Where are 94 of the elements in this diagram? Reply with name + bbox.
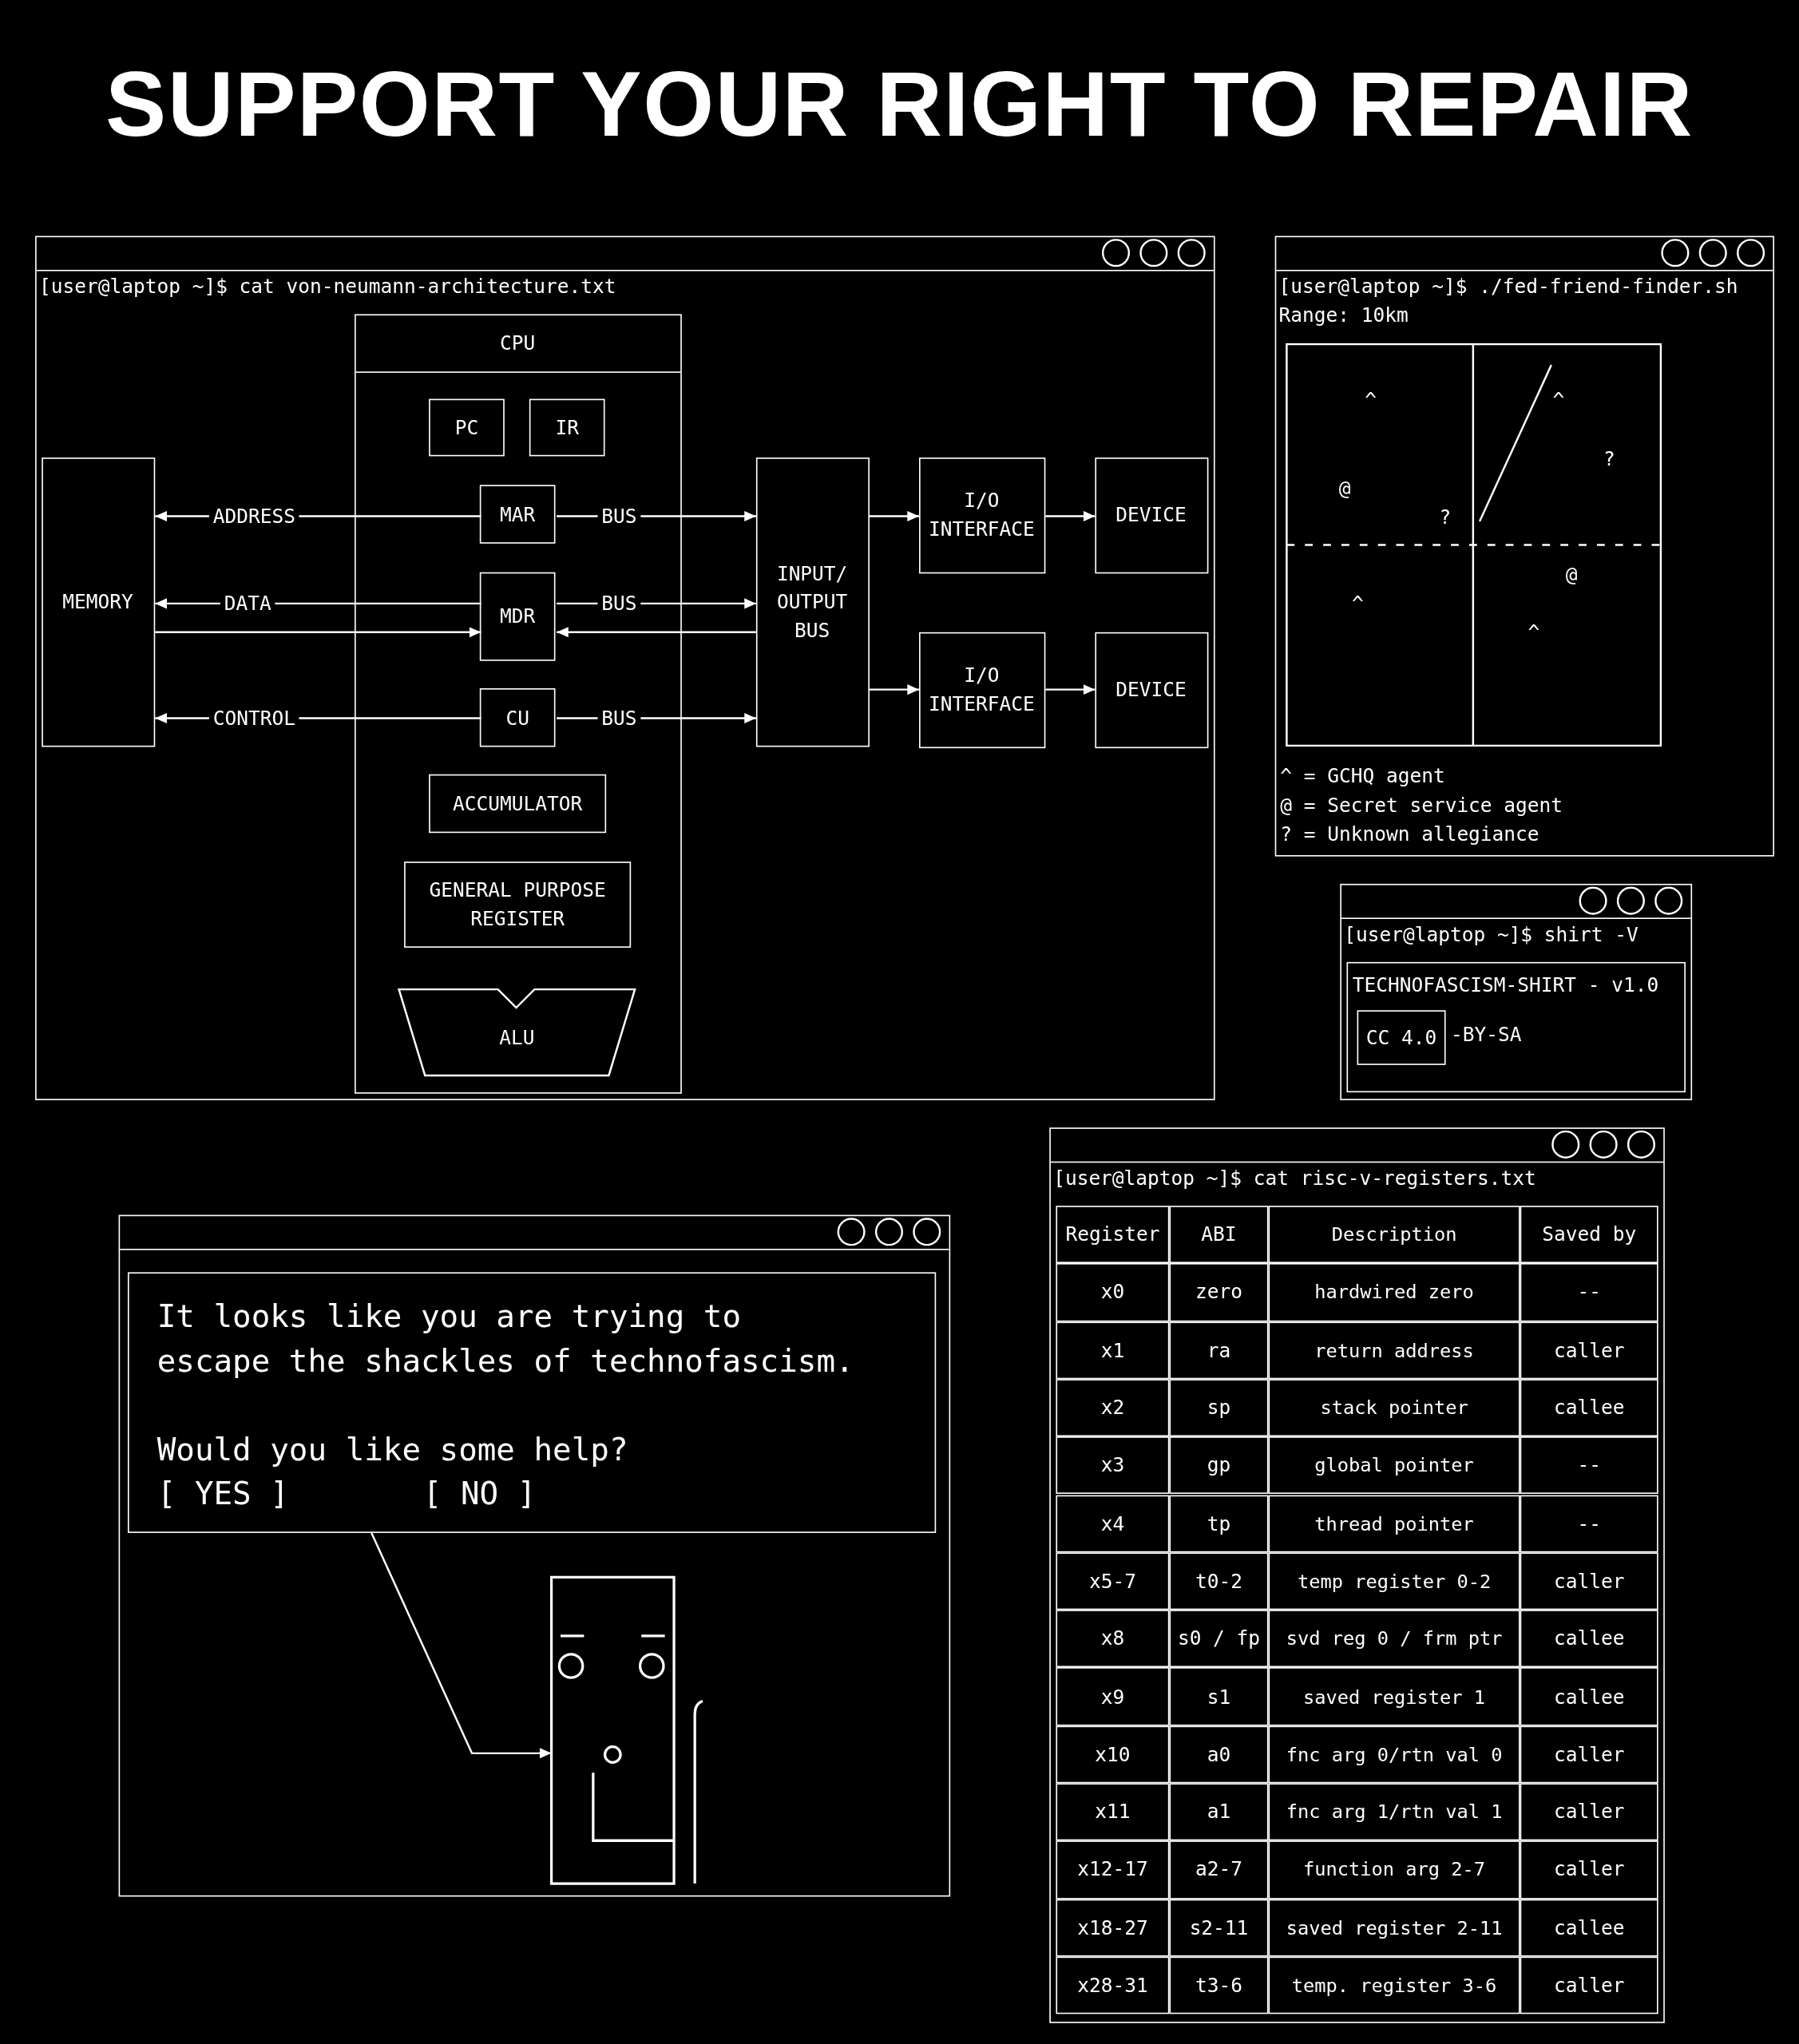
table-cell: s1 bbox=[1169, 1667, 1269, 1726]
table-cell: function arg 2-7 bbox=[1268, 1840, 1520, 1899]
table-cell: x28-31 bbox=[1056, 1956, 1170, 2014]
answer-option: [ NO ] bbox=[422, 1471, 537, 1515]
speech-bubble bbox=[127, 1271, 936, 1533]
table-cell: thread pointer bbox=[1268, 1494, 1520, 1553]
command-line: [user@laptop ~]$ cat von-neumann-architecture.txt bbox=[39, 275, 616, 299]
table-cell: a0 bbox=[1169, 1725, 1269, 1784]
arrow bbox=[370, 1532, 552, 1759]
output-line: Range: 10km bbox=[1278, 303, 1409, 327]
legend-entry: ? = Unknown allegiance bbox=[1280, 822, 1539, 848]
table-cell: callee bbox=[1520, 1667, 1658, 1726]
table-cell: saved register 1 bbox=[1268, 1667, 1520, 1726]
table-cell: s0 / fp bbox=[1169, 1610, 1269, 1668]
table-cell: s2-11 bbox=[1169, 1899, 1269, 1957]
table-cell: tp bbox=[1169, 1494, 1269, 1553]
table-cell: t0-2 bbox=[1169, 1552, 1269, 1610]
arrow bbox=[1045, 684, 1096, 695]
component-box: MAR bbox=[479, 485, 556, 544]
component-box: CU bbox=[479, 688, 556, 747]
arrow bbox=[1045, 511, 1096, 522]
table-cell: x4 bbox=[1056, 1494, 1170, 1553]
arrow bbox=[557, 627, 756, 638]
terminal-window bbox=[1340, 883, 1693, 1100]
table-cell: caller bbox=[1520, 1956, 1658, 2014]
table-cell: x18-27 bbox=[1056, 1899, 1170, 1957]
license-box: CC 4.0 bbox=[1357, 1010, 1446, 1065]
table-cell: a1 bbox=[1169, 1783, 1269, 1841]
component-box: IR bbox=[529, 398, 605, 457]
component-box: MDR bbox=[479, 572, 556, 661]
arrow bbox=[155, 627, 481, 638]
table-cell: zero bbox=[1169, 1263, 1269, 1321]
table-cell: svd reg 0 / frm ptr bbox=[1268, 1610, 1520, 1668]
table-cell: callee bbox=[1520, 1379, 1658, 1437]
table-cell: caller bbox=[1520, 1783, 1658, 1841]
info-panel bbox=[1345, 961, 1686, 1092]
terminal-window bbox=[118, 1214, 951, 1897]
table-cell: return address bbox=[1268, 1321, 1520, 1380]
table-cell: x8 bbox=[1056, 1610, 1170, 1668]
table-cell: -- bbox=[1520, 1494, 1658, 1553]
table-cell: x12-17 bbox=[1056, 1840, 1170, 1899]
component-box: MEMORY bbox=[41, 457, 155, 747]
legend-entry: @ = Secret service agent bbox=[1280, 792, 1563, 818]
table-cell: caller bbox=[1520, 1321, 1658, 1380]
table-cell: -- bbox=[1520, 1263, 1658, 1321]
license-suffix: -BY-SA bbox=[1451, 1023, 1522, 1047]
table-cell: x5-7 bbox=[1056, 1552, 1170, 1610]
legend-entry: ^ = GCHQ agent bbox=[1280, 763, 1445, 790]
component-box: DEVICE bbox=[1094, 457, 1208, 573]
table-cell: fnc arg 0/rtn val 0 bbox=[1268, 1725, 1520, 1784]
answer-option: [ YES ] bbox=[157, 1471, 289, 1515]
table-cell: caller bbox=[1520, 1725, 1658, 1784]
table-cell: fnc arg 1/rtn val 1 bbox=[1268, 1783, 1520, 1841]
table-cell: x9 bbox=[1056, 1667, 1170, 1726]
table-cell: sp bbox=[1169, 1379, 1269, 1437]
shirt-title: TECHNOFASCISM-SHIRT - v1.0 bbox=[1352, 972, 1659, 997]
component-box: DEVICE bbox=[1094, 632, 1208, 748]
header-cell: Register bbox=[1056, 1206, 1170, 1264]
table-cell: x3 bbox=[1056, 1436, 1170, 1495]
table-cell: t3-6 bbox=[1169, 1956, 1269, 2014]
table-cell: ra bbox=[1169, 1321, 1269, 1380]
header-cell: ABI bbox=[1169, 1206, 1269, 1264]
arrow bbox=[869, 684, 919, 695]
table-cell: temp register 0-2 bbox=[1268, 1552, 1520, 1610]
table-cell: hardwired zero bbox=[1268, 1263, 1520, 1321]
table-cell: gp bbox=[1169, 1436, 1269, 1495]
table-cell: global pointer bbox=[1268, 1436, 1520, 1495]
poster-title: SUPPORT YOUR RIGHT TO REPAIR bbox=[105, 52, 1694, 157]
alu-label: ALU bbox=[498, 1025, 536, 1050]
header-cell: Description bbox=[1268, 1206, 1520, 1264]
table-cell: stack pointer bbox=[1268, 1379, 1520, 1437]
command-line: [user@laptop ~]$ ./fed-friend-finder.sh bbox=[1278, 275, 1738, 299]
table-cell: x0 bbox=[1056, 1263, 1170, 1321]
table-cell: callee bbox=[1520, 1899, 1658, 1957]
table-cell: temp. register 3-6 bbox=[1268, 1956, 1520, 2014]
component-box: INPUT/ OUTPUT BUS bbox=[755, 457, 870, 747]
command-line: [user@laptop ~]$ shirt -V bbox=[1344, 922, 1639, 947]
message-text: It looks like you are trying to escape the shackles of technofascism. bbox=[157, 1297, 855, 1380]
table-cell: callee bbox=[1520, 1610, 1658, 1668]
command-line: [user@laptop ~]$ cat risc-v-registers.txt bbox=[1053, 1167, 1536, 1190]
table-cell: x1 bbox=[1056, 1321, 1170, 1380]
component-box: PC bbox=[429, 398, 505, 457]
component-box: ACCUMULATOR bbox=[429, 774, 607, 834]
table-cell: x11 bbox=[1056, 1783, 1170, 1841]
table-cell: caller bbox=[1520, 1552, 1658, 1610]
table-cell: saved register 2-11 bbox=[1268, 1899, 1520, 1957]
question-text: Would you like some help? bbox=[157, 1429, 629, 1469]
table-cell: x2 bbox=[1056, 1379, 1170, 1437]
cpu-heading: CPU bbox=[355, 315, 680, 373]
arrow bbox=[869, 511, 919, 522]
table-cell: x10 bbox=[1056, 1725, 1170, 1784]
component-box: I/O INTERFACE bbox=[918, 632, 1045, 748]
table-cell: a2-7 bbox=[1169, 1840, 1269, 1899]
component-box: I/O INTERFACE bbox=[918, 457, 1045, 573]
